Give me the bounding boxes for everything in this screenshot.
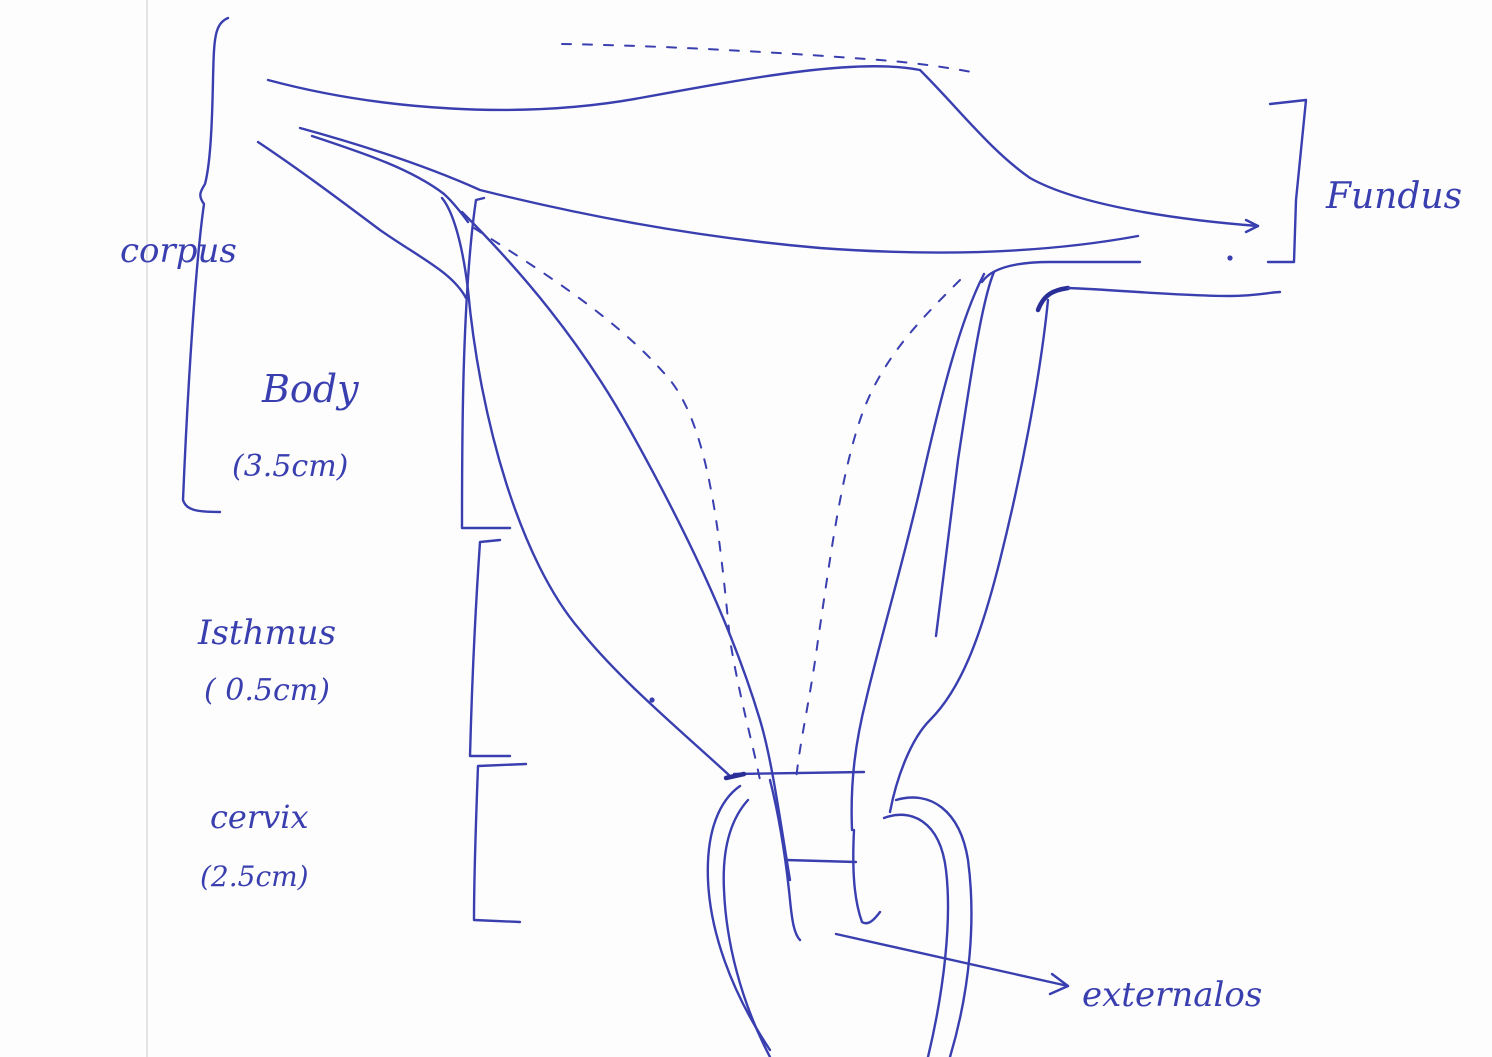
right-fornix-outer bbox=[896, 798, 971, 1057]
isthmus-bracket bbox=[470, 540, 510, 756]
external-os-arrow bbox=[836, 934, 1068, 986]
fundus-label: Fundus bbox=[1325, 176, 1462, 217]
right-outer-wall-2 bbox=[890, 300, 1048, 812]
right-tube-lower bbox=[1068, 288, 1280, 296]
cervix-label: cervix bbox=[210, 798, 309, 836]
cervix-canal-mid bbox=[786, 860, 856, 862]
right-fornix-inner bbox=[884, 815, 948, 1057]
fundus-dot bbox=[1227, 255, 1232, 260]
fundus-dome bbox=[268, 66, 1258, 226]
cervix-bracket bbox=[474, 764, 526, 922]
left-dashed-cavity bbox=[474, 228, 760, 780]
body-bracket bbox=[462, 198, 510, 528]
left-fornix-outer bbox=[708, 786, 770, 1050]
corpus-label: corpus bbox=[120, 231, 237, 271]
right-dashed-cavity bbox=[796, 280, 960, 780]
external-os-label: externalos bbox=[1082, 975, 1262, 1015]
cervix-size-label: (2.5cm) bbox=[200, 860, 309, 893]
right-outer-wall bbox=[936, 272, 994, 636]
cervix-right-lip bbox=[853, 830, 880, 923]
body-size-label: (3.5cm) bbox=[232, 449, 348, 484]
left-tube-inner bbox=[312, 136, 468, 222]
right-tube-edge bbox=[1038, 288, 1068, 310]
left-tube-outer bbox=[258, 142, 466, 298]
isthmus-size-label: ( 0.5cm) bbox=[204, 673, 330, 708]
body-label: Body bbox=[261, 367, 359, 411]
right-tube-upper bbox=[982, 262, 1140, 282]
left-fornix-inner bbox=[724, 800, 770, 1057]
fundus-base-line bbox=[300, 128, 1138, 252]
isthmus-label: Isthmus bbox=[197, 613, 336, 653]
left-inner-wall bbox=[462, 212, 790, 880]
right-inner-wall bbox=[852, 274, 984, 830]
internal-os-line bbox=[734, 772, 864, 774]
fundus-bracket bbox=[1268, 100, 1306, 262]
left-outer-wall bbox=[442, 198, 730, 776]
wall-dot bbox=[649, 697, 654, 702]
